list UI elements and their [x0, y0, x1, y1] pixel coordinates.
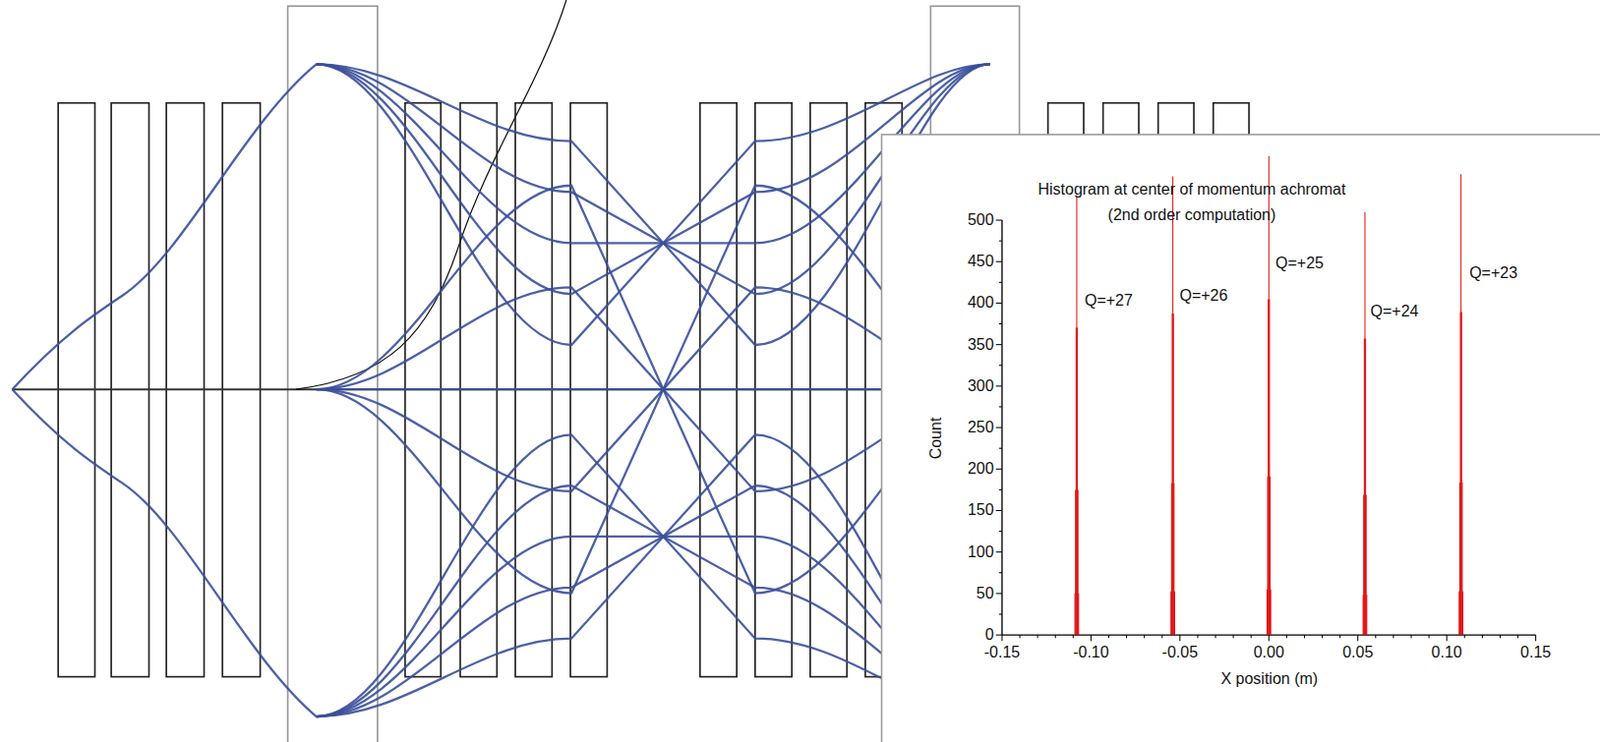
y-tick-label: 50 [976, 585, 995, 603]
y-axis-title: Count [927, 417, 946, 461]
chart-title: Histogram at center of momentum achromat [1037, 180, 1346, 199]
x-axis-title: X position (m) [1220, 670, 1318, 689]
y-tick-label: 150 [967, 502, 995, 521]
peak-label: Q=+25 [1275, 254, 1324, 273]
y-tick-label: 200 [967, 460, 995, 478]
y-tick-label: 250 [967, 418, 995, 437]
x-tick-label: 0.00 [1253, 644, 1285, 662]
y-tick-label: 450 [967, 252, 995, 271]
peak-label: Q=+23 [1469, 264, 1518, 283]
x-tick-label: 0.10 [1431, 644, 1463, 662]
x-tick-label: 0.05 [1342, 644, 1373, 662]
y-tick-label: 350 [967, 336, 995, 355]
y-tick-label: 500 [967, 211, 995, 230]
x-tick-label: -0.10 [1072, 644, 1109, 662]
y-tick-label: 400 [967, 295, 995, 313]
peak-label: Q=+27 [1084, 292, 1133, 310]
x-tick-label: -0.05 [1162, 644, 1198, 662]
beam-envelope [11, 63, 316, 390]
chart-subtitle: (2nd order computation) [1108, 206, 1277, 225]
beam-envelope [11, 389, 316, 717]
y-tick-label: 100 [967, 543, 995, 562]
x-tick-label: -0.15 [984, 644, 1020, 662]
peak-label: Q=+26 [1179, 287, 1228, 305]
y-tick-label: 0 [985, 626, 995, 645]
x-tick-label: 0.15 [1520, 644, 1551, 662]
peak-label: Q=+24 [1370, 303, 1420, 322]
y-tick-label: 300 [967, 377, 995, 396]
